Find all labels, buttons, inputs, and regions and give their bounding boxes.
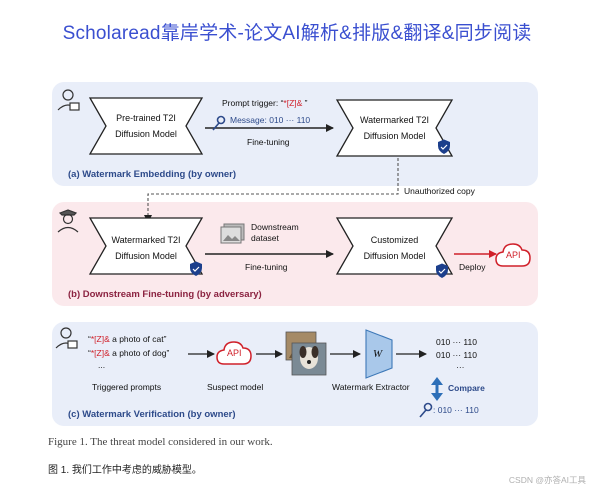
triggered-prompt-2: “*[Z]& a photo of dog” [88,348,169,358]
panel-label: (c) Watermark Verification (by owner) [68,409,236,420]
key-bits: : 010 ··· 110 [433,405,479,415]
extracted-bits-2: 010 ··· 110 [436,350,477,360]
extractor-symbol: W [373,348,383,360]
model-line: Pre-trained T2I [116,113,176,123]
model-line: Diffusion Model [115,251,177,261]
prompt-token: *[Z]& [90,334,110,344]
trigger-suffix: ” [302,98,308,108]
model-line: Diffusion Model [115,129,177,139]
shield-icon [190,261,202,276]
message-bits: Message: 010 ··· 110 [230,115,311,125]
extracted-bits-dots: ··· [456,362,465,372]
deploy-label: Deploy [459,262,486,272]
unauthorized-copy-arrow [144,158,399,223]
model-line: Watermarked T2I [359,115,430,125]
pretrained-model-label: Pre-trained T2I Diffusion Model [100,110,192,142]
figure-caption-zh: 图 1. 我们工作中考虑的威胁模型。 [48,465,202,476]
watermarked-model-shape [335,99,454,157]
triggered-prompts-caption: Triggered prompts [92,382,162,392]
prompt-token: *[Z]& [90,348,110,358]
watermarked-model-b-shape [88,217,204,275]
model-line: Watermarked T2I [111,235,181,245]
customized-model-shape [335,217,454,275]
prompt-trigger: Prompt trigger: “*[Z]& ” [222,98,308,108]
compare-label: Compare [448,383,485,393]
panel-label: (b) Downstream Fine-tuning (by adversary… [68,289,262,300]
dataset-image-icon [220,223,245,244]
pretrained-model-shape [88,97,204,155]
api-label-b: API [506,250,521,260]
prompt-quote: “ [88,334,91,344]
banner-title: Scholaread靠岸学术-论文AI解析&排版&翻译&同步阅读 [62,23,532,44]
customized-model-label: Customized Diffusion Model [347,232,442,264]
unauthorized-copy-label: Unauthorized copy [404,186,475,196]
adversary-icon [57,209,79,233]
dataset-line: Downstream [251,222,299,232]
watermarked-model-b-label: Watermarked T2I Diffusion Model [100,232,192,264]
trigger-prefix: Prompt trigger: “ [222,98,284,108]
key-icon [419,402,433,418]
watermark-extractor-shape [365,329,393,379]
finetuning-label-b: Fine-tuning [245,262,288,272]
owner-icon [57,89,80,111]
extracted-bits-1: 010 ··· 110 [436,337,477,347]
triggered-prompt-1: “*[Z]& a photo of cat” [88,334,166,344]
api-cloud-icon [216,341,252,365]
shield-icon [438,139,450,154]
trigger-token: *[Z]& [283,98,303,108]
model-line: Diffusion Model [363,251,426,261]
watermarked-model-label: Watermarked T2I Diffusion Model [347,112,442,144]
key-icon [212,115,226,131]
source-watermark: CSDN @亦答AI工具 [508,475,586,485]
prompt-ellipsis: ... [98,360,106,370]
suspect-model-caption: Suspect model [207,382,264,392]
extractor-caption: Watermark Extractor [332,382,410,392]
compare-arrow-icon [431,377,443,401]
downstream-dataset-label: Downstream dataset [251,222,299,244]
prompt-text: a photo of cat” [109,334,167,344]
model-line: Customized [370,235,419,245]
api-label-c: API [227,348,242,358]
model-line: Diffusion Model [363,131,426,141]
prompt-text: a photo of dog” [109,348,170,358]
figure-caption-en: Figure 1. The threat model considered in… [48,436,273,448]
generated-images [285,331,327,376]
dataset-line: dataset [251,233,279,243]
prompt-quote: “ [88,348,91,358]
panel-label: (a) Watermark Embedding (by owner) [68,169,237,180]
finetuning-label-a: Fine-tuning [247,137,290,147]
api-cloud-icon [495,243,531,267]
shield-icon [436,263,448,278]
owner-icon-verification [55,327,78,349]
